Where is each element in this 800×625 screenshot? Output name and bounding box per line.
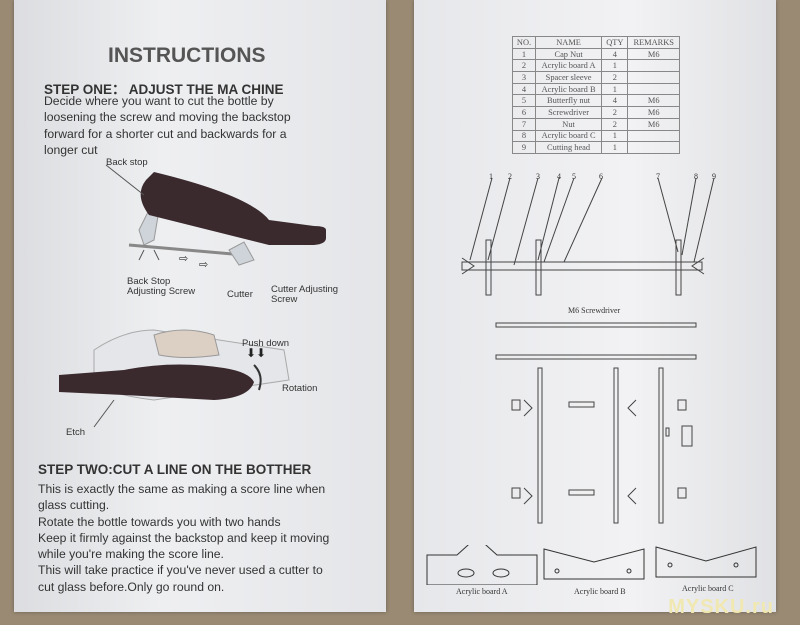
left-instruction-sheet: INSTRUCTIONS STEP ONE： ADJUST THE MA CHI…	[14, 0, 386, 612]
table-cell: 1	[601, 141, 629, 154]
table-cell: 1	[512, 47, 536, 61]
table-cell: M6	[627, 94, 680, 108]
table-cell: 2	[601, 106, 629, 119]
table-cell: 7	[512, 117, 536, 131]
table-cell: Butterfly nut	[534, 94, 603, 108]
table-cell	[627, 82, 680, 96]
label-rotation: Rotation	[282, 383, 318, 394]
label-cutter-screw: Cutter Adjusting Screw	[271, 284, 339, 305]
svg-text:⬇⬇: ⬇⬇	[246, 346, 266, 360]
table-cell: Nut	[534, 117, 603, 131]
table-cell: 1	[601, 82, 629, 96]
screwdriver-label: M6 Screwdriver	[568, 306, 621, 315]
table-cell: M6	[627, 47, 680, 61]
table-cell: 1	[601, 129, 629, 143]
parts-diagram	[461, 177, 715, 524]
svg-text:⇨: ⇨	[179, 253, 188, 265]
label-back-stop: Back stop	[106, 157, 148, 168]
board-c-label: Acrylic board C	[682, 584, 734, 593]
table-cell: Acrylic board B	[534, 82, 603, 96]
figure-cut: ⬇⬇	[59, 329, 290, 428]
step-one-heading: STEP ONE： ADJUST THE MA CHINE	[44, 82, 284, 97]
table-cell	[627, 59, 680, 73]
table-cell: 4	[512, 82, 536, 96]
table-cell: M6	[627, 106, 680, 119]
table-cell: 2	[601, 71, 629, 84]
bottle-cutter-illustrations: ⇨⇨ ⬇⬇	[59, 164, 326, 428]
table-cell	[627, 141, 680, 154]
table-cell: M6	[627, 117, 680, 131]
label-cutter: Cutter	[227, 289, 253, 300]
acrylic-boards-drawing	[426, 545, 757, 585]
step-one-text: Decide where you want to cut the bottle …	[44, 94, 291, 157]
table-cell: 2	[601, 117, 629, 131]
table-cell: Cutting head	[534, 141, 603, 154]
table-cell	[627, 71, 680, 84]
table-cell	[627, 129, 680, 143]
table-cell: Cap Nut	[534, 47, 603, 61]
table-cell: Screwdriver	[534, 106, 603, 119]
label-back-stop-screw: Back Stop Adjusting Screw	[127, 276, 196, 297]
figure-adjust: ⇨⇨	[105, 164, 326, 271]
table-cell: 5	[512, 94, 536, 108]
table-cell: Acrylic board A	[534, 59, 603, 73]
table-cell: 8	[512, 129, 536, 143]
table-cell: 9	[512, 141, 536, 154]
table-cell: 4	[601, 47, 629, 61]
table-cell: 3	[512, 71, 536, 84]
table-cell: 4	[601, 94, 629, 108]
board-b-label: Acrylic board B	[574, 587, 626, 596]
svg-text:⇨: ⇨	[199, 259, 208, 271]
page-title: INSTRUCTIONS	[108, 44, 266, 67]
label-push-down: Push down	[242, 338, 290, 349]
step-two-text: This is exactly the same as making a sco…	[38, 482, 330, 594]
label-etch: Etch	[66, 427, 86, 438]
board-a-label: Acrylic board A	[456, 587, 508, 596]
table-cell: 2	[512, 59, 536, 73]
table-cell: 1	[601, 59, 629, 73]
step-two-heading: STEP TWO:CUT A LINE ON THE BOTTHER	[38, 462, 312, 477]
table-cell: Spacer sleeve	[534, 71, 603, 84]
watermark: MYSKU.ru	[668, 596, 774, 618]
table-cell: 6	[512, 106, 536, 119]
table-cell: Acrylic board C	[534, 129, 603, 143]
